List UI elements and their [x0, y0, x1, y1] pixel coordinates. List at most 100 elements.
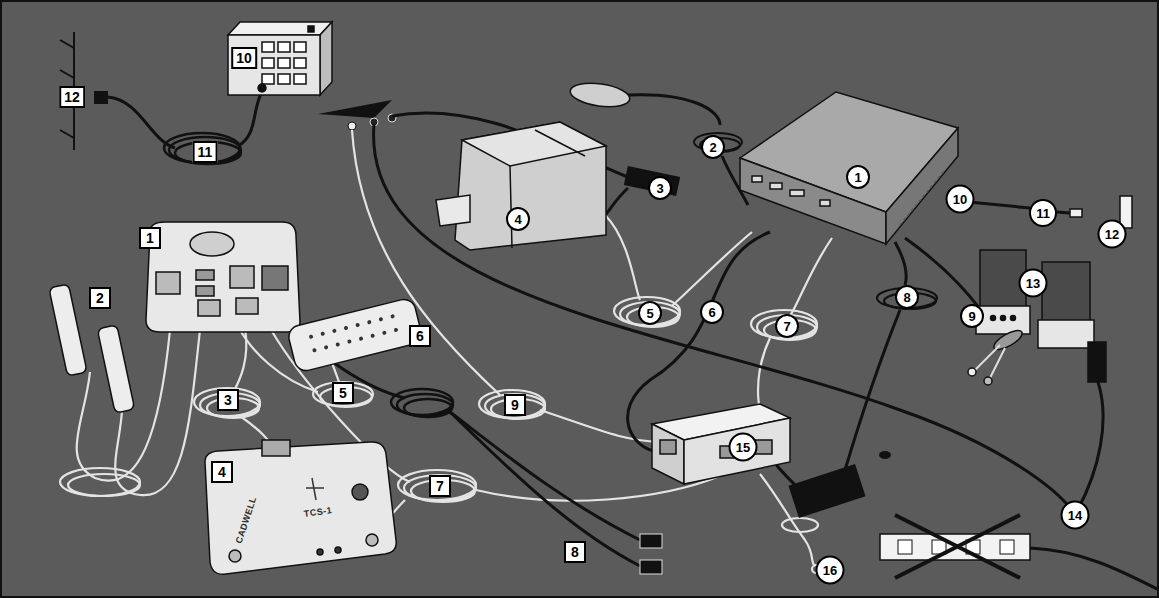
white-cables: [605, 215, 640, 300]
electrode-box: [367, 320, 372, 325]
white-cables: [614, 297, 680, 325]
speakers: [976, 306, 1030, 334]
stimulator: [205, 440, 396, 574]
laptop: [900, 170, 945, 225]
amplifier: [196, 270, 214, 280]
amplifier: [190, 232, 234, 256]
black-cables: [1030, 548, 1159, 590]
isolation-transformer: [228, 35, 320, 95]
speakers: [1001, 316, 1006, 321]
electrode-box: [286, 297, 423, 373]
power-supply: [788, 464, 865, 518]
electrode-headbox: [49, 284, 135, 413]
junction-box: [652, 424, 684, 484]
isolation-transformer: [278, 42, 290, 52]
electrode-box: [332, 328, 337, 333]
amplifier: [230, 266, 254, 288]
stimulator: [352, 484, 368, 500]
electrode-box: [324, 345, 329, 350]
laptop: [752, 176, 762, 182]
callout-number: 16: [816, 556, 845, 585]
callout-number: 7: [429, 475, 451, 497]
black-cables: [606, 188, 628, 214]
wall-outlet: [60, 32, 84, 150]
amplifier: [196, 286, 214, 296]
power-cord: [108, 97, 175, 148]
electrode-box: [355, 323, 360, 328]
callout-number: 9: [960, 304, 984, 328]
power-cord: [94, 91, 262, 164]
callout-number: 10: [946, 185, 975, 214]
isolation-transformer: [294, 42, 306, 52]
printer: [569, 80, 631, 110]
device-marking: TCS-1: [303, 505, 333, 519]
cable-plugs: [318, 100, 396, 130]
white-cables: [790, 238, 832, 316]
cable-plugs: [348, 122, 356, 130]
speakers: [968, 368, 976, 376]
speakers: [975, 345, 1005, 378]
callout-number: 4: [506, 207, 530, 231]
callout-number: 14: [1061, 501, 1090, 530]
speakers: [1042, 262, 1090, 322]
white-cables: [115, 330, 200, 495]
amplifier: [146, 222, 300, 332]
white-cables: [60, 468, 140, 496]
device-marking: CADWELL: [234, 495, 258, 544]
callout-number: 1: [846, 165, 870, 189]
callout-number: 11: [193, 141, 218, 163]
amplifier: [146, 222, 300, 332]
isolation-transformer: [278, 74, 290, 84]
callout-number: 6: [409, 325, 431, 347]
laptop: [770, 183, 782, 189]
stimulator: [306, 478, 324, 500]
stimulator: [366, 534, 378, 546]
white-cables: [60, 130, 832, 573]
amplifier: [156, 272, 180, 294]
laptop: [740, 92, 1132, 244]
black-cables: [450, 412, 640, 540]
speakers: [984, 377, 992, 385]
isolation-transformer: [294, 74, 306, 84]
printer: [436, 80, 679, 250]
power-supply: [788, 451, 891, 518]
isolation-transformer: [262, 42, 274, 52]
printer: [535, 130, 585, 156]
electrode-box: [370, 333, 375, 338]
callout-number: 3: [217, 389, 239, 411]
electrode-box: [382, 330, 387, 335]
speakers: [1011, 316, 1016, 321]
white-cables: [68, 474, 140, 496]
printer: [455, 122, 606, 250]
cable-plugs: [318, 100, 392, 118]
power-cord: [238, 92, 262, 146]
power-cord: [94, 91, 108, 104]
printer: [462, 122, 606, 166]
laptop: [886, 128, 958, 244]
electrode-box: [286, 297, 423, 373]
electrode-box: [312, 348, 317, 353]
callout-number: 7: [775, 314, 799, 338]
stimulator: [317, 549, 323, 555]
laptop: [820, 200, 830, 206]
isolation-transformer: [278, 58, 290, 68]
white-cables: [479, 390, 545, 418]
power-strip-crossed-out: [898, 540, 912, 554]
callout-number: 1: [139, 227, 161, 249]
callout-number: 8: [564, 541, 586, 563]
callout-number: 2: [701, 135, 725, 159]
callout-number: 12: [1098, 220, 1127, 249]
power-strip-crossed-out: [895, 515, 1020, 578]
callout-number: 8: [895, 285, 919, 309]
junction-box: [684, 418, 790, 484]
callout-number: 2: [89, 287, 111, 309]
isolation-transformer: [262, 58, 274, 68]
stimulator: [335, 547, 341, 553]
electrode-box: [390, 314, 395, 319]
black-cables: [845, 310, 900, 470]
isolation-transformer: [258, 84, 266, 92]
electrode-box: [379, 317, 384, 322]
electrode-pads: [640, 534, 662, 548]
electrode-box: [309, 334, 314, 339]
stimulator: [205, 442, 396, 574]
